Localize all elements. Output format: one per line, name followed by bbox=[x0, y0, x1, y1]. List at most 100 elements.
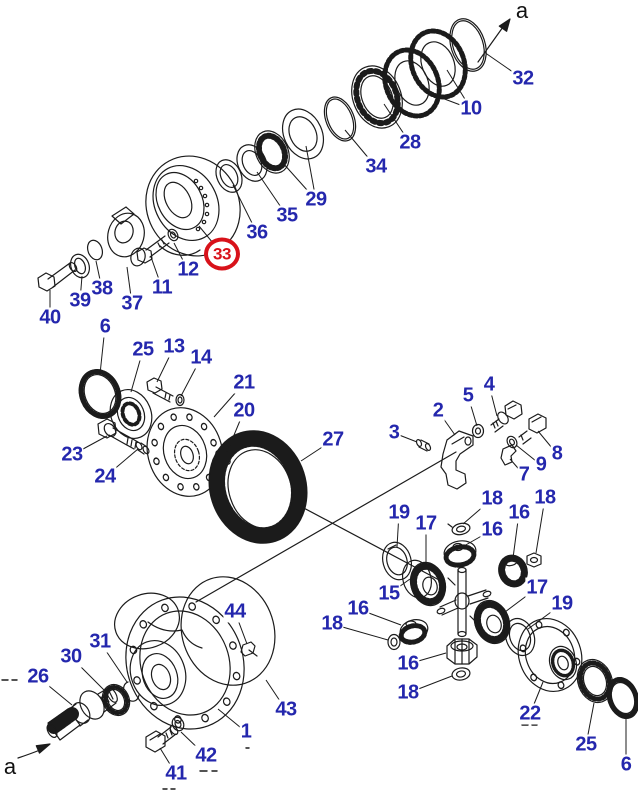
assembly-line bbox=[195, 451, 457, 603]
callout-20[interactable]: 20 bbox=[232, 399, 256, 422]
part-lockwasher-18 bbox=[447, 522, 471, 536]
callout-2[interactable]: 2 bbox=[431, 399, 445, 422]
view-direction-label-bottom: a bbox=[2, 754, 18, 780]
part-bolt-8 bbox=[518, 413, 547, 445]
part-ring-38 bbox=[86, 239, 104, 261]
callout-42[interactable]: 42 bbox=[194, 744, 218, 767]
part-oring-34 bbox=[323, 96, 357, 142]
callout-1[interactable]: 1 bbox=[239, 720, 253, 743]
callout-17[interactable]: 17 bbox=[414, 512, 438, 535]
callout-11[interactable]: 11 bbox=[150, 276, 174, 299]
part-bolt-40 bbox=[37, 261, 78, 292]
part-side-gear-17 bbox=[409, 561, 447, 607]
part-fork-2 bbox=[440, 430, 474, 490]
callout-22[interactable]: 22 bbox=[518, 702, 542, 725]
part-oring-32 bbox=[449, 18, 487, 72]
callout-40[interactable]: 40 bbox=[38, 306, 62, 329]
callout-36[interactable]: 36 bbox=[245, 221, 269, 244]
callout-18[interactable]: 18 bbox=[480, 487, 504, 510]
callout-35[interactable]: 35 bbox=[275, 204, 299, 227]
callout-10[interactable]: 10 bbox=[459, 97, 483, 120]
callout-39[interactable]: 39 bbox=[68, 289, 92, 312]
callout-4[interactable]: 4 bbox=[482, 373, 496, 396]
part-pinion-16-cone bbox=[498, 554, 528, 588]
callout-23[interactable]: 23 bbox=[60, 443, 84, 466]
part-bearing-29 bbox=[254, 108, 325, 174]
part-nut-5 bbox=[471, 423, 485, 439]
callout-29[interactable]: 29 bbox=[304, 188, 328, 211]
callout-27[interactable]: 27 bbox=[321, 428, 345, 451]
part-flange-21 bbox=[146, 407, 224, 497]
callout-24[interactable]: 24 bbox=[93, 465, 117, 488]
callout-30[interactable]: 30 bbox=[59, 645, 83, 668]
part-gasket-43 bbox=[180, 576, 276, 686]
callout-16-2[interactable]: 16 bbox=[507, 501, 531, 524]
part-discs-10 bbox=[382, 28, 468, 119]
callout-28[interactable]: 28 bbox=[398, 131, 422, 154]
callout-18-2[interactable]: 18 bbox=[533, 486, 557, 509]
callout-37[interactable]: 37 bbox=[120, 292, 144, 315]
view-arrow-top bbox=[477, 18, 511, 63]
part-bolt-13 bbox=[146, 377, 174, 403]
callout-17-2[interactable]: 17 bbox=[525, 576, 549, 599]
part-plug-44 bbox=[240, 641, 258, 657]
callout-13[interactable]: 13 bbox=[162, 335, 186, 358]
callout-16-4[interactable]: 16 bbox=[396, 652, 420, 675]
callout-19[interactable]: 19 bbox=[387, 501, 411, 524]
part-washer-19 bbox=[382, 541, 412, 581]
callout-7[interactable]: 7 bbox=[517, 463, 531, 486]
callout-44[interactable]: 44 bbox=[223, 600, 247, 623]
callout-18-3[interactable]: 18 bbox=[320, 612, 344, 635]
callout-41[interactable]: 41 bbox=[164, 762, 188, 785]
part-ring-6 bbox=[78, 369, 122, 419]
callout-19-2[interactable]: 19 bbox=[550, 592, 574, 615]
callout-33[interactable]: 33 bbox=[204, 237, 240, 271]
part-pinion-16c bbox=[398, 619, 429, 645]
callout-18-4[interactable]: 18 bbox=[396, 681, 420, 704]
part-case-22 bbox=[517, 618, 583, 692]
part-clip-7 bbox=[500, 444, 517, 466]
callout-3[interactable]: 3 bbox=[387, 421, 401, 444]
callout-9[interactable]: 9 bbox=[534, 453, 548, 476]
part-snapring-31 bbox=[122, 681, 140, 702]
callout-25[interactable]: 25 bbox=[131, 338, 155, 361]
callout-21[interactable]: 21 bbox=[232, 371, 256, 394]
callout-16-3[interactable]: 16 bbox=[346, 597, 370, 620]
callout-5[interactable]: 5 bbox=[461, 384, 475, 407]
part-bolt-4 bbox=[490, 400, 523, 433]
part-spider-shaft bbox=[436, 566, 492, 638]
callout-12[interactable]: 12 bbox=[176, 258, 200, 281]
part-carrier-1 bbox=[114, 592, 245, 730]
part-washer-42 bbox=[171, 716, 185, 732]
part-bevel-gear-27 bbox=[208, 430, 308, 544]
callout-32[interactable]: 32 bbox=[511, 67, 535, 90]
callout-8[interactable]: 8 bbox=[550, 442, 564, 465]
callout-43[interactable]: 43 bbox=[274, 698, 298, 721]
part-washer-14 bbox=[175, 393, 185, 407]
part-side-gear-17b bbox=[473, 599, 511, 645]
callout-34[interactable]: 34 bbox=[364, 155, 388, 178]
callout-6-2[interactable]: 6 bbox=[619, 753, 633, 776]
callout-26[interactable]: 26 bbox=[26, 665, 50, 688]
part-washer-18c bbox=[387, 633, 401, 651]
callout-16[interactable]: 16 bbox=[480, 518, 504, 541]
part-washer-12 bbox=[167, 228, 179, 242]
part-washer-18d bbox=[451, 667, 471, 681]
part-bolt-41 bbox=[145, 724, 179, 753]
callout-31[interactable]: 31 bbox=[88, 630, 112, 653]
dash-marks bbox=[1, 679, 538, 790]
part-ring-6b bbox=[606, 677, 638, 719]
callout-38[interactable]: 38 bbox=[90, 277, 114, 300]
part-pin-3 bbox=[415, 439, 432, 452]
view-direction-label-top: a bbox=[514, 0, 530, 24]
callout-15[interactable]: 15 bbox=[377, 582, 401, 605]
callout-6[interactable]: 6 bbox=[98, 315, 112, 338]
callout-25-2[interactable]: 25 bbox=[574, 733, 598, 756]
part-nut-16d bbox=[446, 638, 478, 665]
part-bracket-37 bbox=[107, 206, 146, 267]
part-bolt-23 bbox=[97, 418, 139, 450]
callout-14[interactable]: 14 bbox=[189, 346, 213, 369]
